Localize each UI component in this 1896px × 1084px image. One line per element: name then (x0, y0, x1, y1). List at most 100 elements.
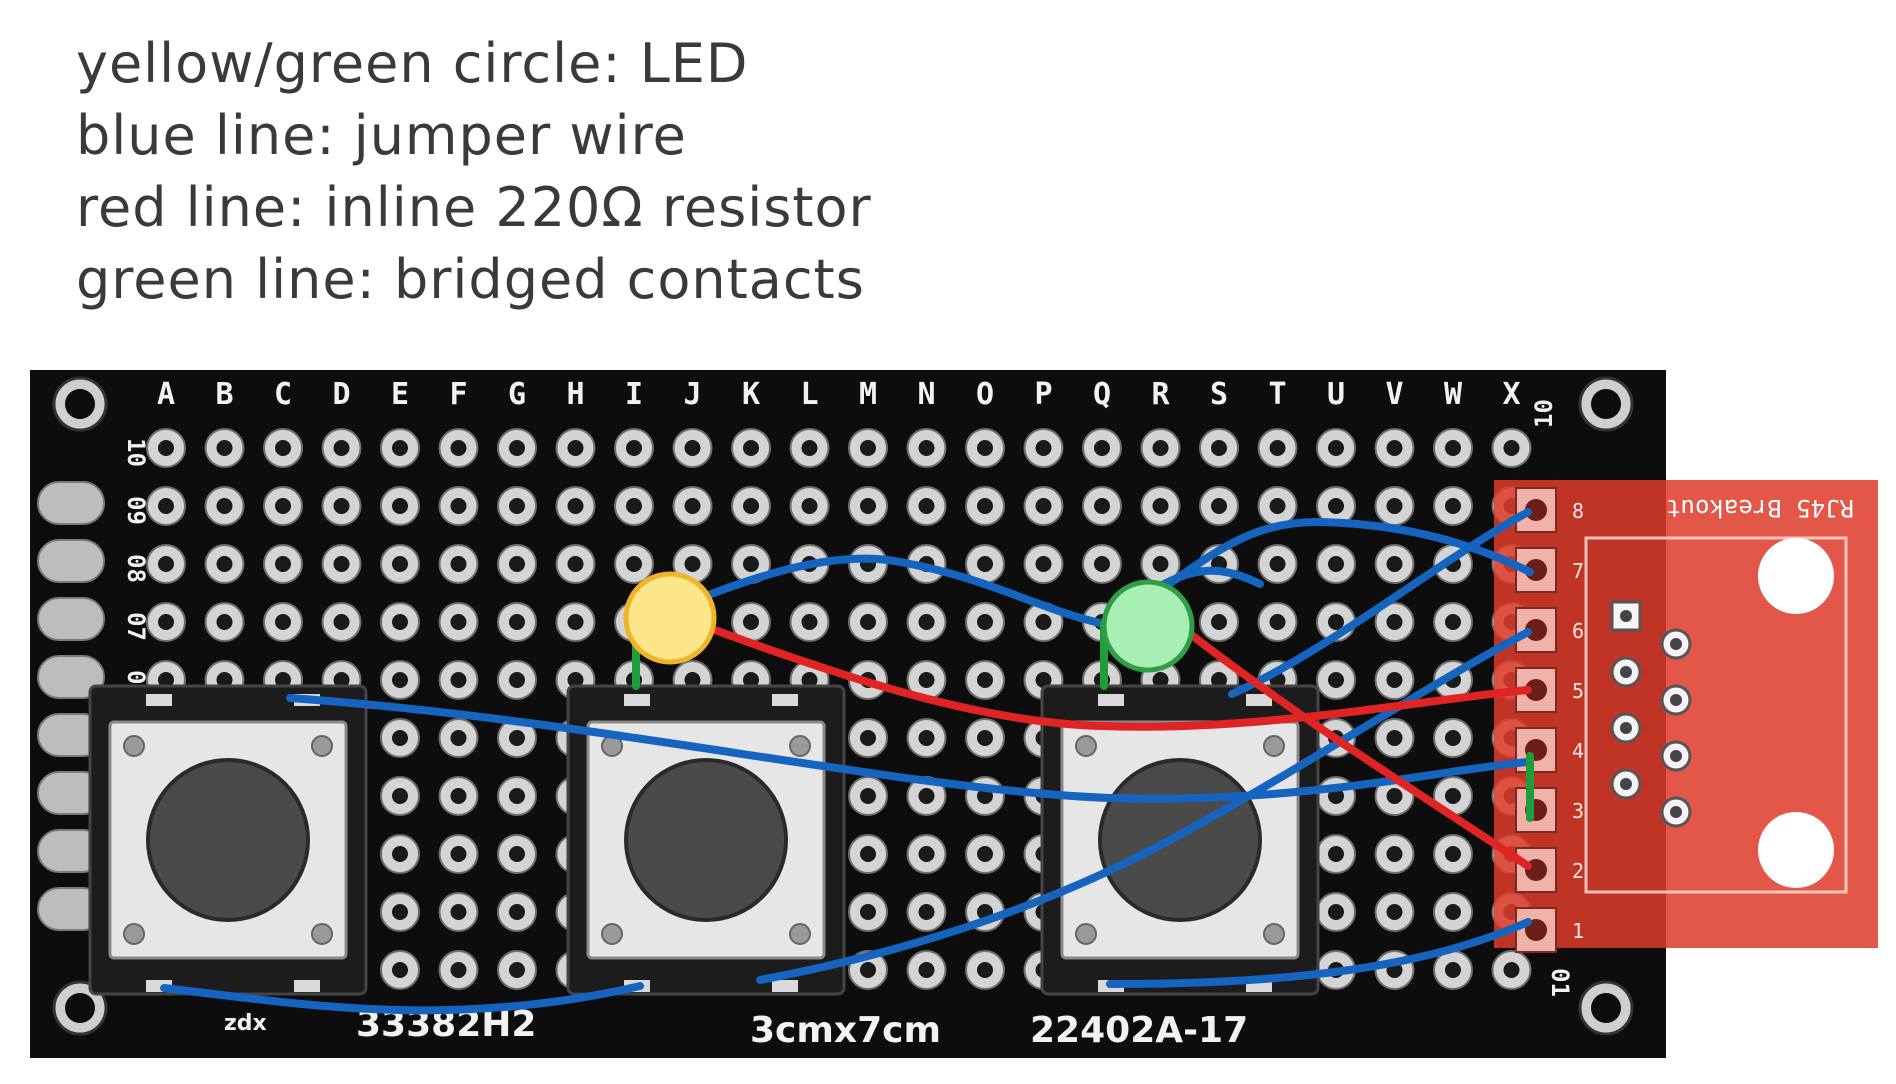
board-hole-center (1152, 672, 1169, 688)
board-hole-center (509, 962, 525, 978)
push-button-2 (566, 684, 846, 996)
board-hole-center (450, 672, 467, 688)
jack-pad-hole (1670, 806, 1682, 818)
board-hole-center (801, 498, 818, 514)
board-hole-center (392, 904, 408, 920)
board-hole-center (1211, 498, 1227, 514)
board-hole-center (1211, 672, 1227, 688)
jack-pad-hole (1620, 666, 1632, 678)
column-label-i: I (625, 377, 643, 412)
edge-pad (37, 597, 105, 641)
board-hole-center (216, 614, 233, 630)
board-hole-center (918, 498, 935, 514)
board-hole-center (1269, 498, 1286, 514)
board-hole-center (216, 556, 233, 572)
board-hole-center (1386, 672, 1403, 688)
board-hole-center (275, 672, 291, 688)
board-hole-center (158, 672, 174, 688)
red-resistor-yellow-led (700, 622, 1532, 731)
board-hole-center (918, 440, 935, 456)
jack-pad-hole (1670, 694, 1682, 706)
board-hole-center (392, 672, 408, 688)
board-hole-center (1269, 440, 1286, 456)
board-hole-center (216, 440, 233, 456)
jack-pad-hole (1620, 778, 1632, 790)
button-leg (1246, 694, 1272, 706)
column-label-a: A (157, 377, 175, 412)
button-rivet (311, 735, 333, 757)
header-pin-mark: 2 (1572, 859, 1584, 883)
board-hole-center (1445, 614, 1461, 630)
board-hole-center (1445, 846, 1461, 862)
board-hole-center (392, 846, 408, 862)
column-label-m: M (859, 377, 877, 412)
board-hole-center (860, 498, 876, 514)
silk-size: 3cmx7cm (750, 1010, 941, 1051)
board-hole-center (392, 730, 408, 746)
button-leg (772, 694, 798, 706)
board-hole-center (509, 672, 525, 688)
board-hole-center (743, 614, 759, 630)
button-actuator (146, 758, 310, 922)
board-hole-center (977, 846, 993, 862)
column-label-k: K (742, 377, 760, 412)
board-hole-center (801, 614, 818, 630)
silk-maker: zdx (224, 1011, 267, 1036)
board-hole-center (333, 556, 350, 572)
board-hole-center (977, 556, 993, 572)
board-hole-center (977, 614, 993, 630)
blue-wire-b2-to-x (756, 628, 1532, 984)
board-hole-center (509, 556, 525, 572)
board-hole-center (918, 672, 935, 688)
legend-resistor: red line: inline 220Ω resistor (76, 176, 872, 239)
board-hole-center (626, 440, 642, 456)
legend: yellow/green circle: LED blue line: jump… (76, 28, 872, 316)
column-label-h: H (566, 377, 584, 412)
row-label-07: 07 (122, 612, 150, 641)
board-hole-center (509, 498, 525, 514)
led-yellow (623, 571, 717, 665)
blue-wire-b1-bottom-to-b2 (160, 982, 644, 1015)
board-hole-center (216, 672, 233, 688)
button-rivet (1075, 923, 1097, 945)
button-rivet (789, 735, 811, 757)
board-hole-center (158, 614, 174, 630)
button-leg (772, 980, 798, 992)
board-hole-center (275, 440, 291, 456)
board-hole-center (333, 614, 350, 630)
column-label-g: G (508, 377, 526, 412)
header-pin-hole (1525, 499, 1547, 521)
jack-pad-hole (1620, 610, 1632, 622)
legend-jumper-wire: blue line: jumper wire (76, 104, 687, 167)
board-hole-center (1035, 556, 1052, 572)
board-hole-center (801, 672, 818, 688)
board-hole-center (743, 440, 759, 456)
button-leg (146, 694, 172, 706)
board-hole-center (860, 846, 876, 862)
board-hole-center (743, 672, 759, 688)
button-leg (1098, 694, 1124, 706)
board-hole-center (860, 440, 876, 456)
column-label-q: Q (1093, 377, 1111, 412)
board-hole-center (1094, 498, 1110, 514)
button-leg (294, 980, 320, 992)
blue-wire-b3-bottom-to-x (1106, 918, 1532, 988)
left-row-labels: 10 09 08 07 06 (122, 438, 150, 699)
board-hole-center (1152, 498, 1169, 514)
button-rivet (601, 923, 623, 945)
board-hole-center (801, 440, 818, 456)
board-hole-center (567, 614, 584, 630)
board-hole-center (275, 556, 291, 572)
board-hole-center (333, 498, 350, 514)
edge-pad (37, 539, 105, 583)
board-hole-center (333, 440, 350, 456)
board-hole-center (1328, 556, 1344, 572)
button-rivet (311, 923, 333, 945)
column-label-r: R (1151, 377, 1170, 412)
breakout-jack-pads (1610, 600, 1692, 828)
board-hole-center (216, 498, 233, 514)
column-label-d: D (332, 377, 350, 412)
board-hole-center (1386, 498, 1403, 514)
board-hole-center (1503, 962, 1520, 978)
